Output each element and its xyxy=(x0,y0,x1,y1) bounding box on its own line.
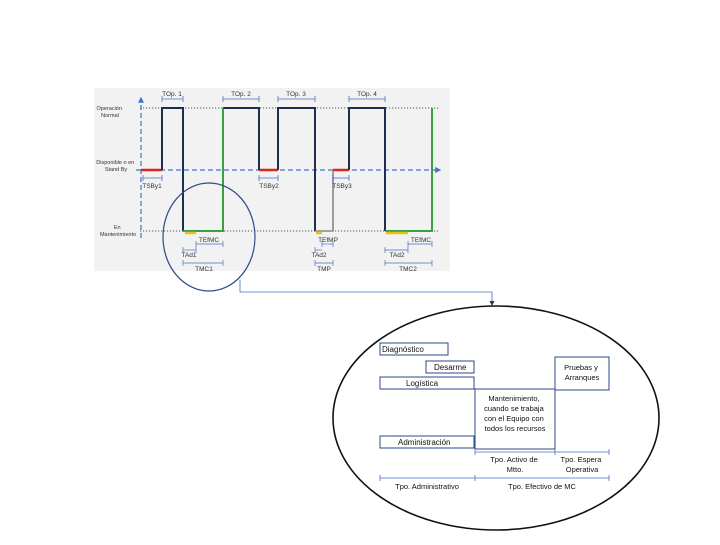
preventive-maintenance xyxy=(315,170,334,232)
box-mantenimiento xyxy=(474,388,556,450)
standby-dimensions xyxy=(142,175,350,181)
standby-label-2: TSBy2 xyxy=(259,183,279,190)
operation-pulse-2 xyxy=(223,107,260,170)
box-diagnostico-label: Diagnóstico xyxy=(382,345,424,354)
highlight-circle xyxy=(162,182,256,292)
operation-pulse-3 xyxy=(277,107,316,231)
corrective-maintenance-2 xyxy=(385,108,433,232)
standby-label-1: TSBy1 xyxy=(142,183,162,190)
zoom-dimensions xyxy=(379,449,610,481)
box-desarme xyxy=(425,360,475,374)
box-logistica-label: Logística xyxy=(406,379,439,388)
maint-label-mc2: TMC2 xyxy=(399,266,417,273)
state-label-standby: Disponible o en Stand By xyxy=(96,160,135,173)
top-label-4: TOp. 4 xyxy=(357,91,377,98)
box-diagnostico xyxy=(379,342,449,356)
maint-label-mp: TMP xyxy=(317,266,331,273)
box-logistica xyxy=(379,376,475,390)
state-label-operation: Operación Normal xyxy=(97,106,124,119)
state-label-maintenance: En Mantenimiento xyxy=(100,225,136,238)
zoom-connector xyxy=(239,280,493,304)
box-administracion-label: Administración xyxy=(398,438,450,447)
maint-label-mc1: TMC1 xyxy=(195,266,213,273)
operation-pulse-1 xyxy=(161,107,184,231)
box-administracion xyxy=(379,435,475,449)
maint-label-ad2-mp: TAd2 xyxy=(311,252,326,259)
maint-label-efmp: TEfMP xyxy=(318,237,338,244)
top-dimensions xyxy=(161,96,386,102)
top-label-1: TOp. 1 xyxy=(162,91,182,98)
bracket-activo-label: Tpo. Activo de Mtto. xyxy=(490,455,540,474)
maint-label-ad1: TAd1 xyxy=(181,252,196,259)
box-desarme-label: Desarme xyxy=(434,363,467,372)
bracket-espera-label: Tpo. Espera Operativa xyxy=(561,455,604,474)
box-pruebas-label: Pruebas y Arranques xyxy=(564,363,600,382)
box-mantenimiento-label: Mantenimiento, cuando se trabaja con el … xyxy=(484,394,546,433)
timeline-background xyxy=(94,88,450,271)
bracket-administrativo-label: Tpo. Administrativo xyxy=(395,482,459,491)
maintenance-dimensions xyxy=(182,241,433,266)
operation-pulse-4 xyxy=(348,107,386,231)
bracket-efectivo-label: Tpo. Efectivo de MC xyxy=(508,482,577,491)
top-label-2: TOp. 2 xyxy=(231,91,251,98)
corrective-maintenance-1 xyxy=(183,108,224,232)
top-label-3: TOp. 3 xyxy=(286,91,306,98)
standby-label-3: TSBy3 xyxy=(332,183,352,190)
zoom-connector-arrowhead xyxy=(489,301,495,306)
box-pruebas xyxy=(554,356,610,391)
maint-label-efmc-2: TEfMC xyxy=(411,237,432,244)
maint-label-ad2: TAd2 xyxy=(389,252,404,259)
maint-label-efmc-1: TEfMC xyxy=(199,237,220,244)
